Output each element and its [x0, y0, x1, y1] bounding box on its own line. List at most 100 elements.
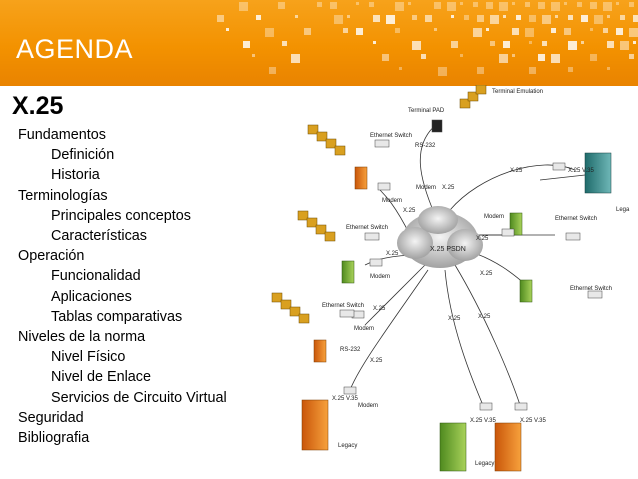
decorative-square: [399, 67, 402, 70]
agenda-subitem[interactable]: Funcionalidad: [51, 268, 141, 285]
x25-label: X.25: [480, 271, 493, 277]
decorative-square: [603, 28, 608, 33]
decorative-square: [295, 15, 298, 18]
modem-icon: [514, 402, 528, 411]
decorative-square: [408, 2, 411, 5]
decorative-square: [425, 15, 432, 22]
decorative-square: [412, 15, 417, 20]
ethernet-switch-label: Ethernet Switch: [555, 216, 597, 222]
agenda-item[interactable]: Niveles de la norma: [18, 329, 146, 346]
decorative-square: [369, 2, 374, 7]
modem-icon: [552, 162, 566, 171]
decorative-square: [590, 28, 593, 31]
agenda-subitem[interactable]: Historia: [51, 167, 100, 184]
decorative-square: [386, 15, 395, 24]
decorative-square: [603, 2, 612, 11]
decorative-square: [317, 2, 322, 7]
x25-label: X.25: [476, 236, 489, 242]
ethernet-switch-icon: [364, 232, 380, 241]
agenda-item[interactable]: Fundamentos: [18, 127, 106, 143]
workstation-group-icon: [459, 85, 487, 109]
decorative-square: [252, 54, 255, 57]
decorative-square: [633, 41, 636, 44]
workstation-group-icon: [297, 210, 336, 242]
decorative-square: [620, 41, 629, 50]
decorative-square: [607, 67, 610, 70]
decorative-square: [330, 2, 337, 9]
decorative-square: [490, 15, 499, 24]
decorative-square: [373, 41, 376, 44]
decorative-square: [239, 2, 248, 11]
cloud-label: X.25 PSDN: [430, 246, 466, 253]
decorative-square: [564, 2, 567, 5]
x25-v35-label: X.25 V.35: [568, 168, 594, 174]
decorative-square: [278, 2, 285, 9]
decorative-square: [269, 67, 276, 74]
decorative-square: [594, 15, 603, 24]
modem-icon: [479, 402, 493, 411]
decorative-square: [551, 2, 560, 11]
modem-label: Modem: [354, 326, 374, 332]
agenda-item[interactable]: Seguridad: [18, 409, 84, 426]
server-icon: [313, 339, 327, 363]
legacy-mainframe-icon: [439, 422, 467, 472]
decorative-square: [629, 54, 634, 59]
network-links: [349, 122, 586, 411]
modem-icon: [377, 182, 391, 191]
x25-v35-label: X.25 V.35: [520, 418, 546, 424]
network-devices: [339, 119, 603, 411]
decorative-square: [460, 54, 463, 57]
network-diagram-svg: X.25 PSDN Terminal Emulation Terminal PA…: [271, 85, 630, 472]
cloud-icon: [397, 206, 483, 268]
agenda-subitem[interactable]: Características: [51, 228, 147, 245]
decorative-square: [629, 2, 634, 7]
agenda-subitem[interactable]: Tablas comparativas: [51, 308, 183, 325]
decorative-square: [551, 54, 560, 63]
decorative-square: [356, 28, 363, 35]
x25-v35-label: X.25 V.35: [470, 418, 496, 424]
decorative-square: [568, 41, 577, 50]
decorative-square: [503, 15, 506, 18]
terminal-pad-icon: [431, 119, 443, 133]
decorative-square: [568, 67, 573, 72]
agenda-subitem[interactable]: Servicios de Circuito Virtual: [51, 389, 227, 406]
legacy-label: Lega: [616, 207, 630, 213]
decorative-square: [529, 41, 532, 44]
decorative-square: [529, 67, 536, 74]
agenda-item[interactable]: Terminologías: [18, 187, 108, 204]
decorative-square: [490, 41, 495, 46]
terminal-pad-label: Terminal PAD: [408, 108, 445, 114]
decorative-square: [265, 28, 274, 37]
modem-label: Modem: [484, 214, 504, 220]
decorative-square: [473, 2, 478, 7]
decorative-square: [343, 28, 348, 33]
agenda-subitem[interactable]: Nivel Físico: [51, 349, 126, 366]
x25-label: X.25: [373, 306, 386, 312]
modem-icon: [369, 258, 383, 267]
decorative-square: [516, 15, 521, 20]
agenda-item[interactable]: Bibliografia: [18, 430, 90, 447]
agenda-subitem[interactable]: Nivel de Enlace: [51, 369, 151, 386]
decorative-square: [512, 2, 515, 5]
decorative-square: [421, 54, 426, 59]
agenda-subitem[interactable]: Principales conceptos: [51, 207, 191, 224]
decorative-square: [616, 2, 619, 5]
decorative-square: [629, 28, 638, 37]
modem-icon: [501, 228, 515, 237]
decorative-square: [590, 2, 597, 9]
decorative-square: [477, 15, 484, 22]
decorative-square: [607, 15, 610, 18]
decorative-square: [304, 28, 311, 35]
decorative-square: [486, 2, 493, 9]
agenda-subitem[interactable]: Aplicaciones: [51, 288, 132, 305]
ethernet-switch-icon: [374, 139, 390, 148]
decorative-square: [347, 15, 350, 18]
decorative-square: [525, 2, 530, 7]
agenda-subitem[interactable]: Definición: [51, 147, 115, 164]
agenda-list: Fundamentos Definición Historia Terminol…: [18, 125, 227, 448]
decorative-square: [451, 41, 458, 48]
decorative-square: [538, 2, 545, 9]
agenda-item[interactable]: Operación: [18, 248, 85, 265]
decorative-square: [542, 41, 547, 46]
server-icon: [341, 260, 355, 284]
